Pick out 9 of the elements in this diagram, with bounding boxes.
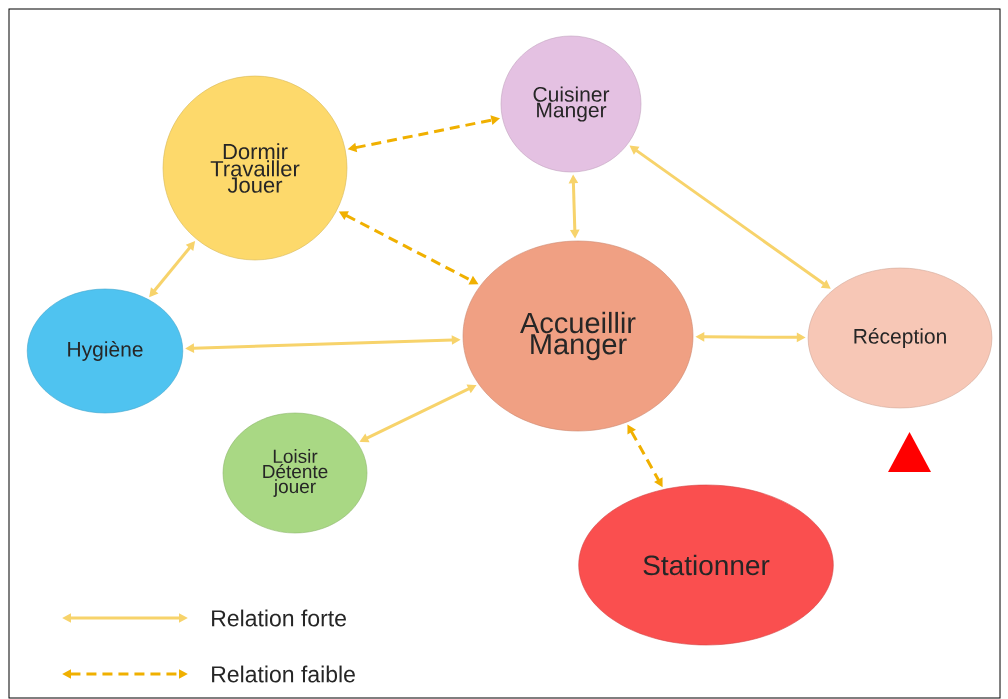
circle-node: Cuisiner Manger [500, 35, 642, 173]
circle-node: Loisir Détente jouer [222, 412, 368, 534]
circle-node: Hygiène [26, 288, 184, 414]
legend-text: Relation faible [212, 665, 355, 683]
circle-node: Accueillir Manger [462, 240, 694, 432]
legend-text: Relation forte [212, 609, 346, 627]
circle-node: Stationner [578, 484, 834, 646]
circle-node: Dormir Travailler Jouer [162, 75, 348, 261]
circle-node: Réception [807, 267, 993, 409]
